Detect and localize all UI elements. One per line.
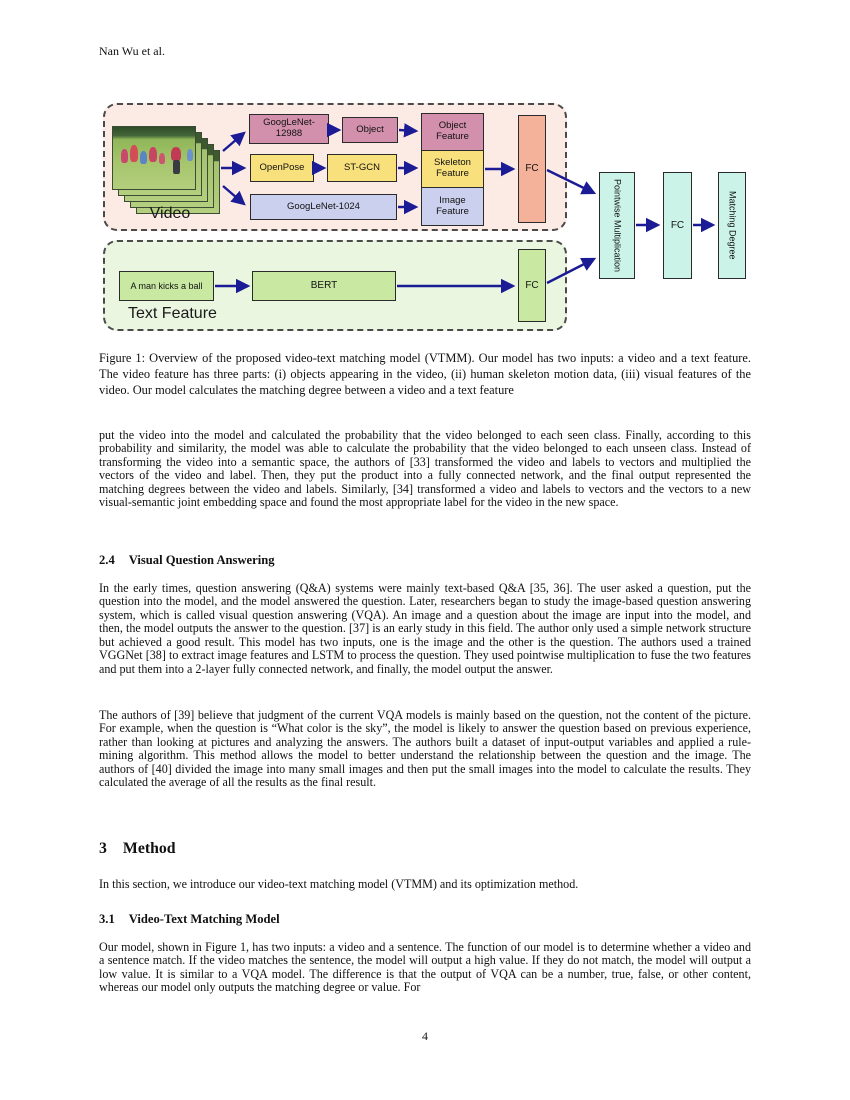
sentence-box: A man kicks a ball [119,271,214,301]
text-panel-label: Text Feature [128,305,217,322]
person-blob [121,149,128,163]
paragraph-vqa-2: The authors of [39] believe that judgmen… [99,708,751,790]
section-heading-3: 3 Method [99,840,176,858]
section-title: Visual Question Answering [128,553,275,567]
skeleton-feature-box: Skeleton Feature [421,150,484,188]
person-blob [159,153,165,164]
person-blob [140,151,147,164]
st-gcn-box: ST-GCN [327,154,397,182]
person-blob [187,149,193,161]
openpose-box: OpenPose [250,154,314,182]
section-title: Method [122,840,176,857]
person-blob [130,145,138,162]
fusion-fc-box: FC [663,172,692,279]
person-blob [173,160,180,174]
googlenet-1024-box: GoogLeNet-1024 [250,194,397,220]
section-heading-2-4: 2.4 Visual Question Answering [99,553,275,568]
googlenet-12988-box: GoogLeNet-12988 [249,114,329,144]
paragraph-zero-shot: put the video into the model and calcula… [99,428,751,510]
matching-degree-box: Matching Degree [718,172,746,279]
video-panel-label: Video [149,205,191,222]
paragraph-model-description: Our model, shown in Figure 1, has two in… [99,940,751,995]
section-title: Video-Text Matching Model [128,912,280,926]
bert-box: BERT [252,271,396,301]
person-blob [149,147,157,162]
paragraph-method-intro: In this section, we introduce our video-… [99,877,579,891]
pointwise-multiplication-label: Pointwise Multiplication [612,178,623,273]
video-frame-front [112,126,196,190]
pointwise-multiplication-box: Pointwise Multiplication [599,172,635,279]
figure-caption: Figure 1: Overview of the proposed video… [99,351,751,397]
video-fc-box: FC [518,115,546,223]
section-heading-3-1: 3.1 Video-Text Matching Model [99,912,280,927]
text-fc-box: FC [518,249,546,322]
section-number: 3.1 [99,912,115,926]
paragraph-vqa-1: In the early times, question answering (… [99,581,751,676]
running-head: Nan Wu et al. [99,44,165,58]
section-number: 3 [99,840,107,857]
image-feature-box: Image Feature [421,187,484,226]
object-box: Object [342,117,398,143]
object-feature-box: Object Feature [421,113,484,151]
matching-degree-label: Matching Degree [727,191,738,260]
section-number: 2.4 [99,553,115,567]
person-blob [171,147,181,161]
page-number: 4 [422,1029,428,1043]
